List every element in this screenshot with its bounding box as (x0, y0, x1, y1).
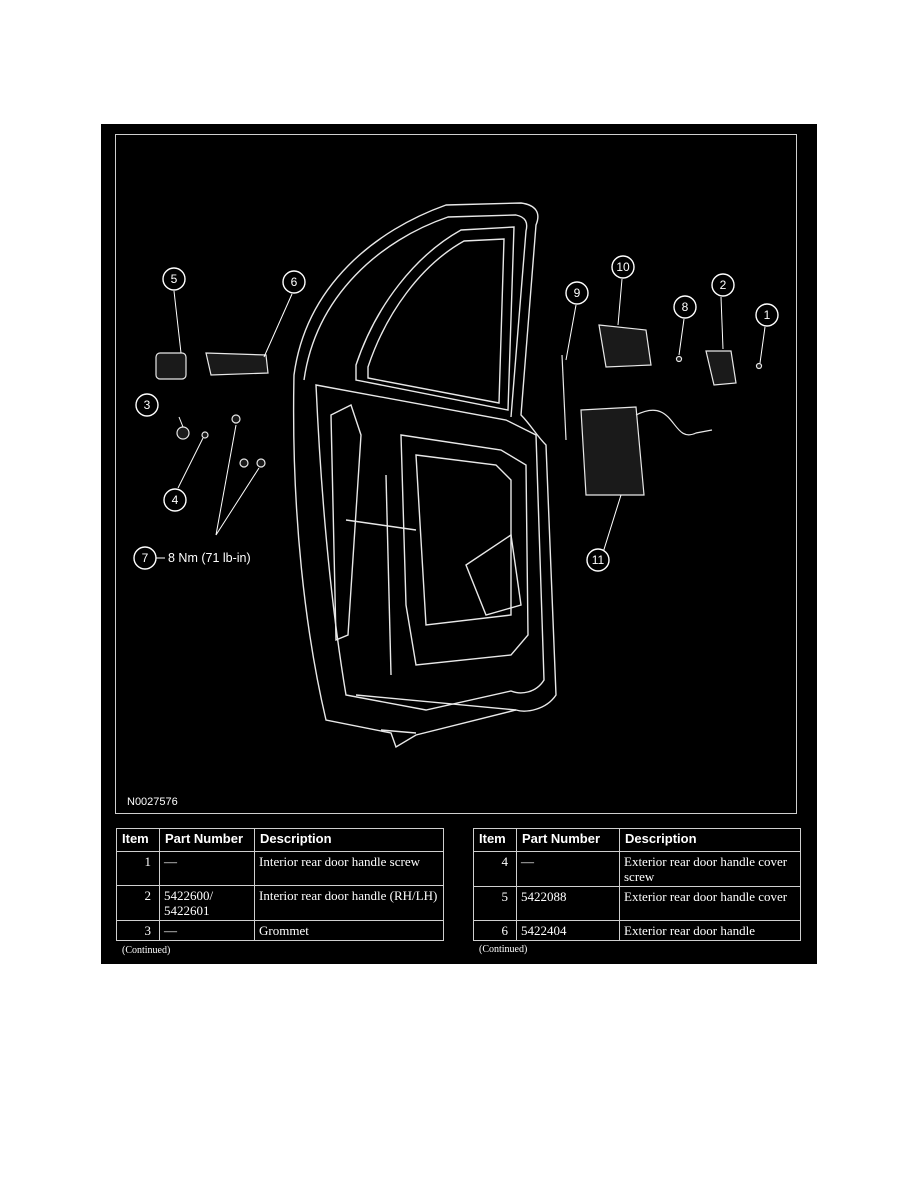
column-header-item: Item (473, 828, 517, 852)
item-cell: 6 (473, 920, 517, 941)
stud-part (256, 458, 266, 468)
item-cell: 2 (116, 885, 160, 921)
rod-part (561, 354, 567, 441)
callout-8-label: 8 (682, 300, 689, 314)
callout-7 (133, 546, 157, 570)
callouts (133, 255, 779, 572)
description-cell: Exterior rear door handle cover (619, 886, 801, 921)
table-row: 1 — Interior rear door handle screw (116, 851, 444, 886)
callout-5-label: 5 (171, 272, 178, 286)
table-row: 3 — Grommet (116, 920, 444, 941)
handle-screw-part (755, 362, 763, 370)
latch-actuator-part (598, 324, 652, 368)
description-cell: Interior rear door handle (RH/LH) (254, 885, 444, 921)
callout-6-label: 6 (291, 275, 298, 289)
screw-part (201, 431, 209, 439)
latch-cable-part (635, 409, 713, 436)
callout-9 (565, 281, 589, 305)
handle-cover-part (155, 352, 187, 380)
table-header-row: Item Part Number Description (473, 828, 801, 852)
callout-3 (135, 393, 159, 417)
parts-table-left: Item Part Number Description 1 — Interio… (116, 828, 444, 941)
item-cell: 1 (116, 851, 160, 886)
leader-lines (156, 278, 766, 560)
callout-5 (162, 267, 186, 291)
part-number-cell: — (159, 920, 255, 941)
torque-label: 8 Nm (71 lb-in) (168, 551, 251, 565)
description-cell: Exterior rear door handle (619, 920, 801, 941)
table-header-row: Item Part Number Description (116, 828, 444, 852)
table-row: 2 5422600/ 5422601 Interior rear door ha… (116, 885, 444, 921)
callout-4 (163, 488, 187, 512)
column-header-item: Item (116, 828, 160, 852)
callout-11-label: 11 (592, 553, 605, 567)
grommet-part (176, 426, 190, 440)
item-cell: 3 (116, 920, 160, 941)
table-row: 6 5422404 Exterior rear door handle (473, 920, 801, 941)
callout-6 (282, 270, 306, 294)
part-number-cell: 5422404 (516, 920, 620, 941)
column-header-description: Description (619, 828, 801, 852)
callout-8 (673, 295, 697, 319)
exploded-diagram: 5 6 3 4 7 9 10 8 2 1 11 8 Nm (71 lb-in) … (115, 134, 797, 814)
parts-table-right: Item Part Number Description 4 — Exterio… (473, 828, 801, 941)
column-header-description: Description (254, 828, 444, 852)
description-cell: Interior rear door handle screw (254, 851, 444, 886)
callout-7-label: 7 (142, 551, 149, 565)
bolt-part (675, 355, 683, 363)
part-number-cell: — (516, 851, 620, 887)
figure-frame: 5 6 3 4 7 9 10 8 2 1 11 8 Nm (71 lb-in) … (101, 124, 817, 964)
exterior-handle-part (205, 352, 269, 376)
stud-part (239, 458, 249, 468)
callout-1 (755, 303, 779, 327)
interior-handle-part (705, 350, 737, 386)
callout-10-label: 10 (616, 260, 630, 274)
callout-11 (586, 548, 610, 572)
description-cell: Exterior rear door handle cover screw (619, 851, 801, 887)
door-outline (292, 202, 557, 749)
callout-2-label: 2 (720, 278, 727, 292)
door-diagram-svg: 5 6 3 4 7 9 10 8 2 1 11 8 Nm (71 lb-in) (133, 202, 779, 749)
item-cell: 5 (473, 886, 517, 921)
parts (155, 324, 763, 496)
stud-part (231, 414, 241, 424)
part-number-cell: 5422088 (516, 886, 620, 921)
table-row: 4 — Exterior rear door handle cover scre… (473, 851, 801, 887)
continued-note-right: (Continued) (479, 944, 528, 955)
table-row: 5 5422088 Exterior rear door handle cove… (473, 886, 801, 921)
continued-note-left: (Continued) (122, 945, 171, 956)
callout-4-label: 4 (172, 493, 179, 507)
item-cell: 4 (473, 851, 517, 887)
callout-1-label: 1 (764, 308, 771, 322)
column-header-part-number: Part Number (516, 828, 620, 852)
part-number-cell: 5422600/ 5422601 (159, 885, 255, 921)
description-cell: Grommet (254, 920, 444, 941)
callout-9-label: 9 (574, 286, 581, 300)
column-header-part-number: Part Number (159, 828, 255, 852)
callout-2 (711, 273, 735, 297)
part-number-cell: — (159, 851, 255, 886)
door-latch-part (580, 406, 645, 496)
callout-10 (611, 255, 635, 279)
figure-code: N0027576 (127, 796, 178, 808)
callout-3-label: 3 (144, 398, 151, 412)
callout-labels: 5 6 3 4 7 9 10 8 2 1 11 (142, 260, 771, 567)
